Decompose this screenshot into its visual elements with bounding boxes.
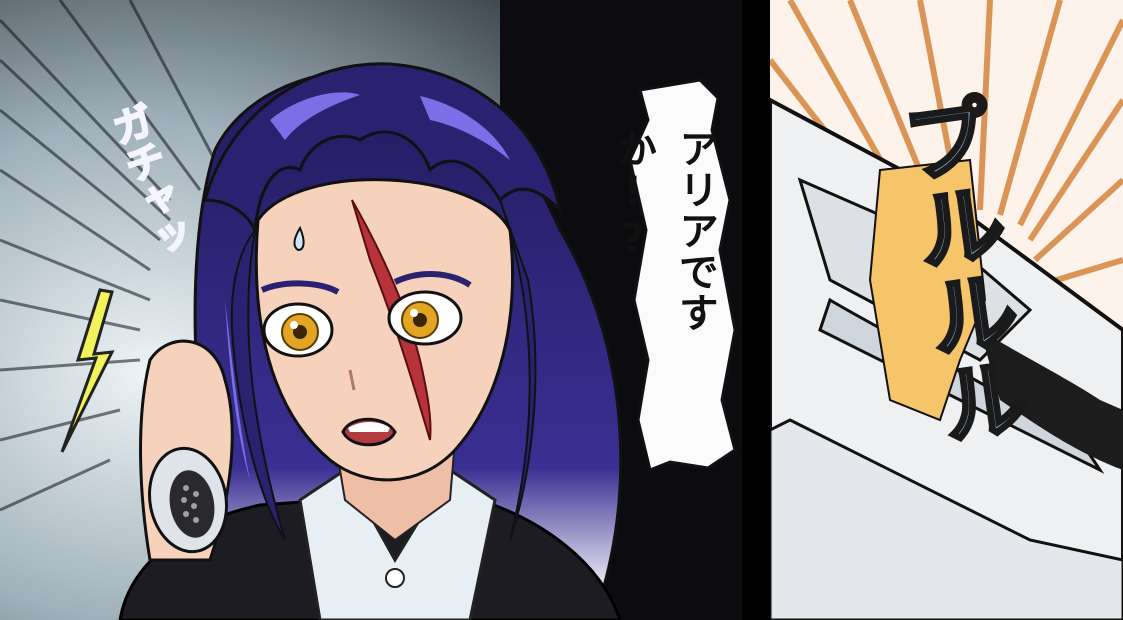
telephone-handset-icon bbox=[148, 446, 228, 554]
speed-lines bbox=[0, 0, 222, 512]
panel-woman-answering-phone: アリアですか!? ガチャッ bbox=[0, 0, 742, 620]
lightning-bolt-icon bbox=[60, 288, 115, 453]
panel-left-art bbox=[0, 0, 742, 620]
panel-ringing-telephone: プルルル bbox=[770, 0, 1123, 620]
left-eye bbox=[262, 302, 334, 358]
hair-strand-left bbox=[230, 229, 286, 541]
panel-right-art bbox=[770, 0, 1123, 620]
left-brow bbox=[260, 280, 340, 295]
speech-bubble-text: アリアですか!? bbox=[610, 128, 718, 333]
face bbox=[254, 178, 514, 482]
right-brow bbox=[393, 271, 472, 288]
sweat-drop bbox=[293, 225, 305, 252]
teeth bbox=[348, 422, 390, 432]
face-scar bbox=[351, 199, 432, 441]
sfx-backdrop bbox=[868, 158, 987, 422]
nose bbox=[348, 369, 356, 391]
speech-bubble-shape bbox=[628, 78, 737, 473]
hair-strand-right bbox=[499, 199, 537, 541]
right-eye bbox=[387, 290, 463, 346]
shirt-button bbox=[385, 568, 405, 588]
hair-highlights bbox=[225, 92, 510, 480]
